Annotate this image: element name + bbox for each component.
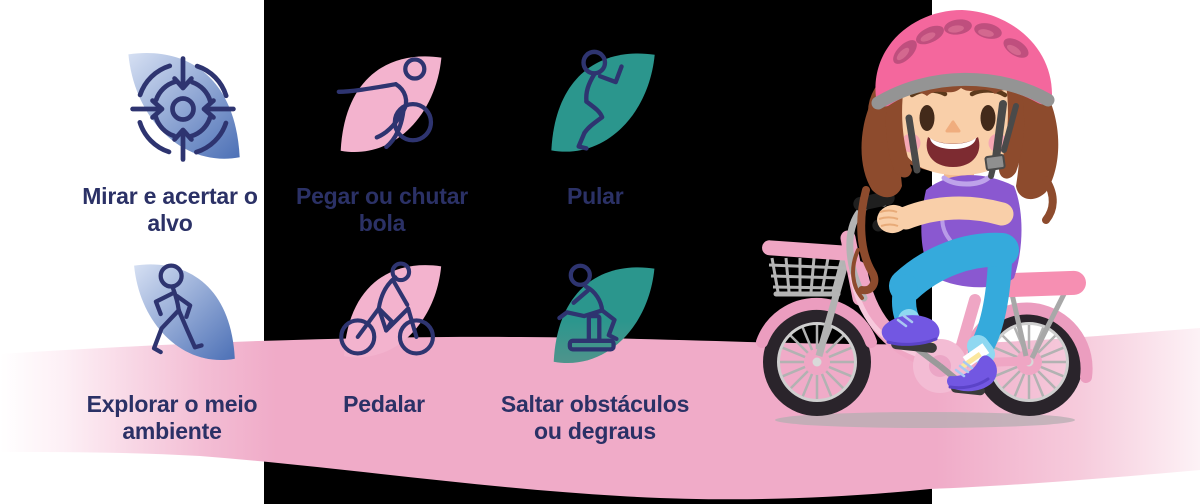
feature-pedal-label: Pedalar — [343, 391, 425, 417]
front-wheel — [763, 308, 871, 416]
teeth — [930, 138, 976, 149]
girl-rider — [851, 10, 1059, 392]
target-icon — [128, 53, 240, 162]
hand — [877, 204, 909, 234]
bike-shadow — [775, 412, 1075, 428]
feature-aim-icon — [118, 46, 248, 172]
catch-kick-ball-icon — [336, 56, 442, 153]
feature-ball-icon — [330, 50, 454, 164]
leaf-background — [128, 53, 240, 159]
walking-person-icon — [134, 263, 235, 361]
feature-explore-label: Explorar o meio ambiente — [86, 391, 258, 444]
front-basket — [762, 240, 854, 297]
jumping-person-icon — [551, 49, 655, 152]
leaf-background — [134, 264, 235, 361]
rack-strut — [1029, 292, 1067, 360]
feature-hurdle-label: Saltar obstáculos ou degraus — [500, 391, 690, 444]
hurdle-jump-icon — [553, 263, 655, 364]
rear-rack-seat — [996, 270, 1086, 298]
feature-ball-label: Pegar ou chutar bola — [295, 183, 469, 236]
front-fork — [815, 245, 854, 357]
shoe — [881, 315, 940, 345]
feature-aim-label: Mirar e acertar o alvo — [82, 183, 258, 236]
feature-hurdle-icon — [546, 261, 664, 375]
feature-explore-icon — [117, 258, 250, 372]
strap-buckle — [984, 154, 1006, 171]
eye — [980, 105, 996, 131]
helmet-rim — [871, 72, 1055, 110]
cycling-icon — [339, 261, 442, 358]
feature-pedal-icon — [335, 259, 452, 369]
leaf-background — [551, 53, 655, 152]
front-fender — [756, 297, 877, 348]
feature-jump-icon — [545, 47, 663, 164]
arm — [894, 196, 1014, 230]
leaf-background — [344, 265, 442, 358]
eye — [919, 105, 935, 131]
feature-jump-label: Pular — [567, 183, 624, 209]
nose — [945, 120, 961, 133]
rack-strut — [1009, 293, 1029, 357]
